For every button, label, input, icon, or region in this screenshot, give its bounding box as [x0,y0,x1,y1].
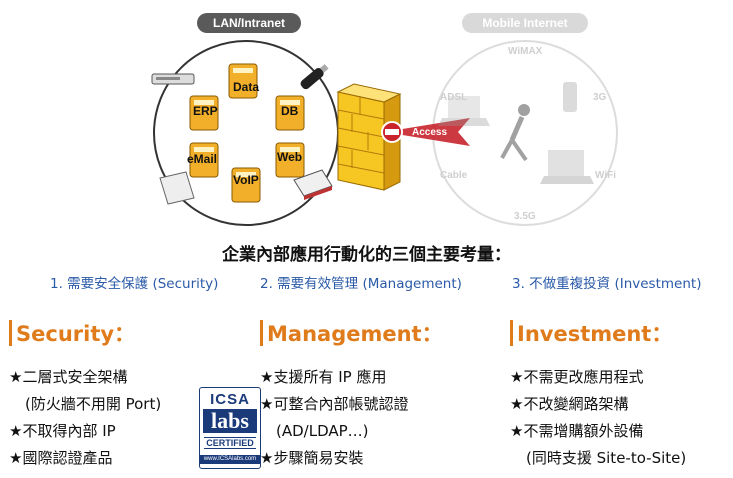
mobile-label-3g: 3G [593,92,607,103]
node-label-voip: VoIP [233,173,259,187]
mobile-label-wifi: WiFi [595,170,617,181]
badge-icsa: ICSA [210,391,250,408]
email-server-icon [189,142,219,178]
data-server-icon [228,63,258,99]
mobile-circle [432,40,618,226]
node-label-web: Web [277,150,303,164]
accent-bar [9,320,12,346]
accent-bar [260,320,263,346]
need-security: 1. 需要安全保護 (Security) [50,276,219,292]
tablet-icon [540,150,594,184]
list-item: ★支援所有 IP 應用 [260,368,387,386]
access-label: Access [412,127,448,138]
modem-device-icon [293,169,333,200]
node-label-db: DB [281,104,299,118]
list-item: ★不需增購額外設備 [510,422,644,440]
web-server-icon [275,142,305,178]
mobile-internet-label: Mobile Internet [462,13,588,33]
node-label-data: Data [233,80,260,94]
db-server-icon [275,95,305,131]
list-item: ★可整合內部帳號認證 [260,395,409,413]
list-item: ★二層式安全架構 [9,368,128,386]
headline: 企業內部應用行動化的三個主要考量： [222,245,511,265]
mobile-label-wimax: WiMAX [508,46,543,57]
column-title: Investment： [517,322,673,346]
access-arrow-icon [381,118,470,146]
badge-certified: CERTIFIED [204,437,256,449]
network-diagram [151,40,618,226]
badge-url: www.ICSAlabs.com [200,455,260,464]
laptop-icon [438,96,490,126]
walking-person-icon [500,104,530,162]
usb-device-icon [300,64,329,90]
investment-column: Investment： ★不需更改應用程式 ★不改變網路架構 ★不需增購額外設備… [510,318,686,472]
switch-device-icon [151,73,195,85]
security-column: Security： ★二層式安全架構 (防火牆不用開 Port) ★不取得內部 … [9,318,161,472]
list-item: ★不改變網路架構 [510,395,629,413]
list-item: ★不取得內部 IP [9,422,116,440]
list-item: ★步驟簡易安裝 [260,449,364,467]
mobile-label-3-5g: 3.5G [514,211,536,222]
list-item: (防火牆不用開 Port) [25,395,162,413]
icsa-labs-certified-badge: ICSA labs CERTIFIED www.ICSAlabs.com [199,387,261,469]
need-investment: 3. 不做重複投資 (Investment) [512,276,702,292]
node-label-email: eMail [187,152,218,166]
need-management: 2. 需要有效管理 (Management) [260,276,462,292]
voip-server-icon [231,167,261,203]
management-column: Management： ★支援所有 IP 應用 ★可整合內部帳號認證 (AD/L… [260,318,443,472]
accent-bar [510,320,513,346]
erp-server-icon [189,95,219,131]
mobile-label-cable: Cable [440,170,468,181]
list-item: (同時支援 Site-to-Site) [526,449,687,467]
router-device-icon [159,171,195,205]
node-label-erp: ERP [193,104,218,118]
badge-labs: labs [203,409,257,433]
phone-icon [563,82,577,112]
column-title: Security： [16,322,136,346]
column-title: Management： [267,322,443,346]
lan-intranet-label: LAN/Intranet [197,13,301,33]
list-item: ★國際認證產品 [9,449,113,467]
list-item: ★不需更改應用程式 [510,368,644,386]
mobile-label-adsl: ADSL [440,92,468,103]
list-item: (AD/LDAP…) [276,422,369,440]
